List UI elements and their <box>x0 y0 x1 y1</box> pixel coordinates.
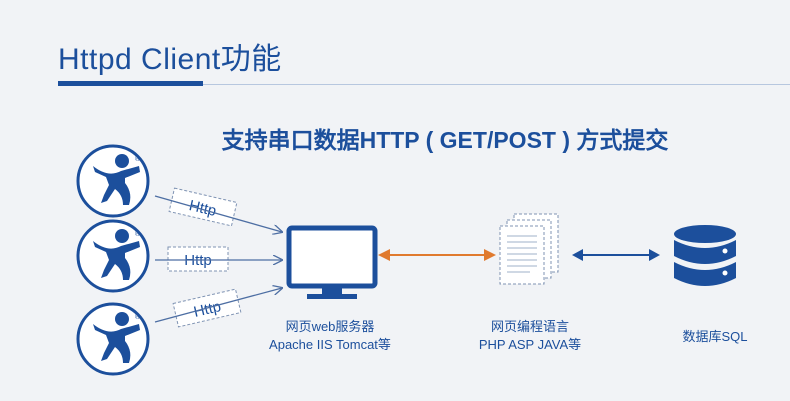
language-caption: 网页编程语言 PHP ASP JAVA等 <box>440 318 620 354</box>
client-arrow-1 <box>154 195 282 232</box>
usr-logo-icon <box>76 302 150 376</box>
http-tag-2: Http <box>167 246 229 272</box>
server-language-arrow <box>378 249 496 261</box>
client-logo-1 <box>76 144 150 218</box>
language-caption-line1: 网页编程语言 <box>490 319 569 334</box>
documents-icon <box>499 213 559 285</box>
client-arrow-3 <box>154 288 282 323</box>
database-caption-line1: 数据库SQL <box>682 329 748 344</box>
client-logo-3 <box>76 302 150 376</box>
client-logo-2 <box>76 219 150 293</box>
diagram-subtitle: 支持串口数据HTTP ( GET/POST ) 方式提交 <box>221 127 669 153</box>
monitor-icon <box>286 225 378 299</box>
database-icon <box>674 225 736 286</box>
title-underline <box>58 81 203 86</box>
page-title: Httpd Client功能 <box>58 43 282 76</box>
database-caption: 数据库SQL <box>650 328 780 346</box>
usr-logo-icon <box>76 219 150 293</box>
http-tag-label: Http <box>187 197 218 220</box>
server-caption-line1: 网页web服务器 <box>285 319 375 334</box>
http-tag-label: Http <box>192 298 223 321</box>
server-caption: 网页web服务器 Apache IIS Tomcat等 <box>230 318 430 354</box>
server-caption-line2: Apache IIS Tomcat等 <box>269 337 391 352</box>
usr-logo-icon <box>76 144 150 218</box>
language-caption-line2: PHP ASP JAVA等 <box>478 337 582 352</box>
language-database-arrow <box>572 249 660 261</box>
title-divider <box>58 84 790 85</box>
http-tag-1: Http <box>168 187 238 227</box>
